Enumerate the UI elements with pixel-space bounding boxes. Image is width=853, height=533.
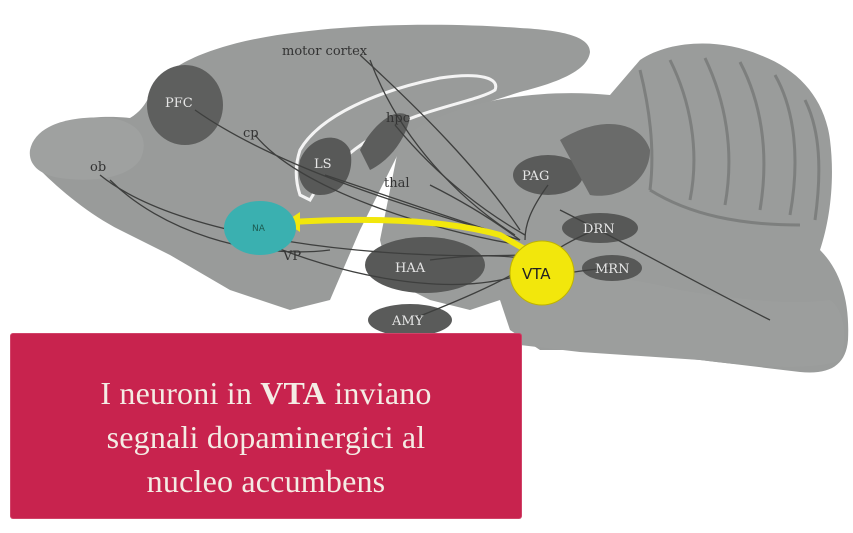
caption-text: I neuroni in VTA inviano segnali dopamin…: [10, 371, 522, 503]
label-pfc: PFC: [165, 96, 193, 111]
label-motor-cortex: motor cortex: [282, 44, 368, 59]
label-pag: PAG: [522, 169, 549, 184]
label-cp: cp: [243, 126, 259, 141]
label-vp: VP: [282, 249, 301, 264]
label-ob: ob: [90, 160, 106, 175]
label-drn: DRN: [583, 222, 615, 237]
caption-line-1-bold: VTA: [260, 375, 326, 411]
caption-line-2: segnali dopaminergici al: [10, 415, 522, 459]
label-hpc: hpc: [386, 111, 410, 126]
label-thal: thal: [384, 176, 410, 191]
label-ls: LS: [314, 157, 332, 172]
caption-box: I neuroni in VTA inviano segnali dopamin…: [10, 333, 522, 519]
label-mrn: MRN: [595, 262, 629, 277]
label-vta: VTA: [522, 265, 551, 283]
caption-line-1: I neuroni in VTA inviano: [10, 371, 522, 415]
label-na: NA: [252, 224, 266, 234]
caption-line-1-pre: I neuroni in: [100, 375, 260, 411]
label-amy: AMY: [391, 314, 424, 329]
label-haa: HAA: [395, 261, 426, 276]
caption-line-1-post: inviano: [326, 375, 432, 411]
caption-line-3: nucleo accumbens: [10, 459, 522, 503]
